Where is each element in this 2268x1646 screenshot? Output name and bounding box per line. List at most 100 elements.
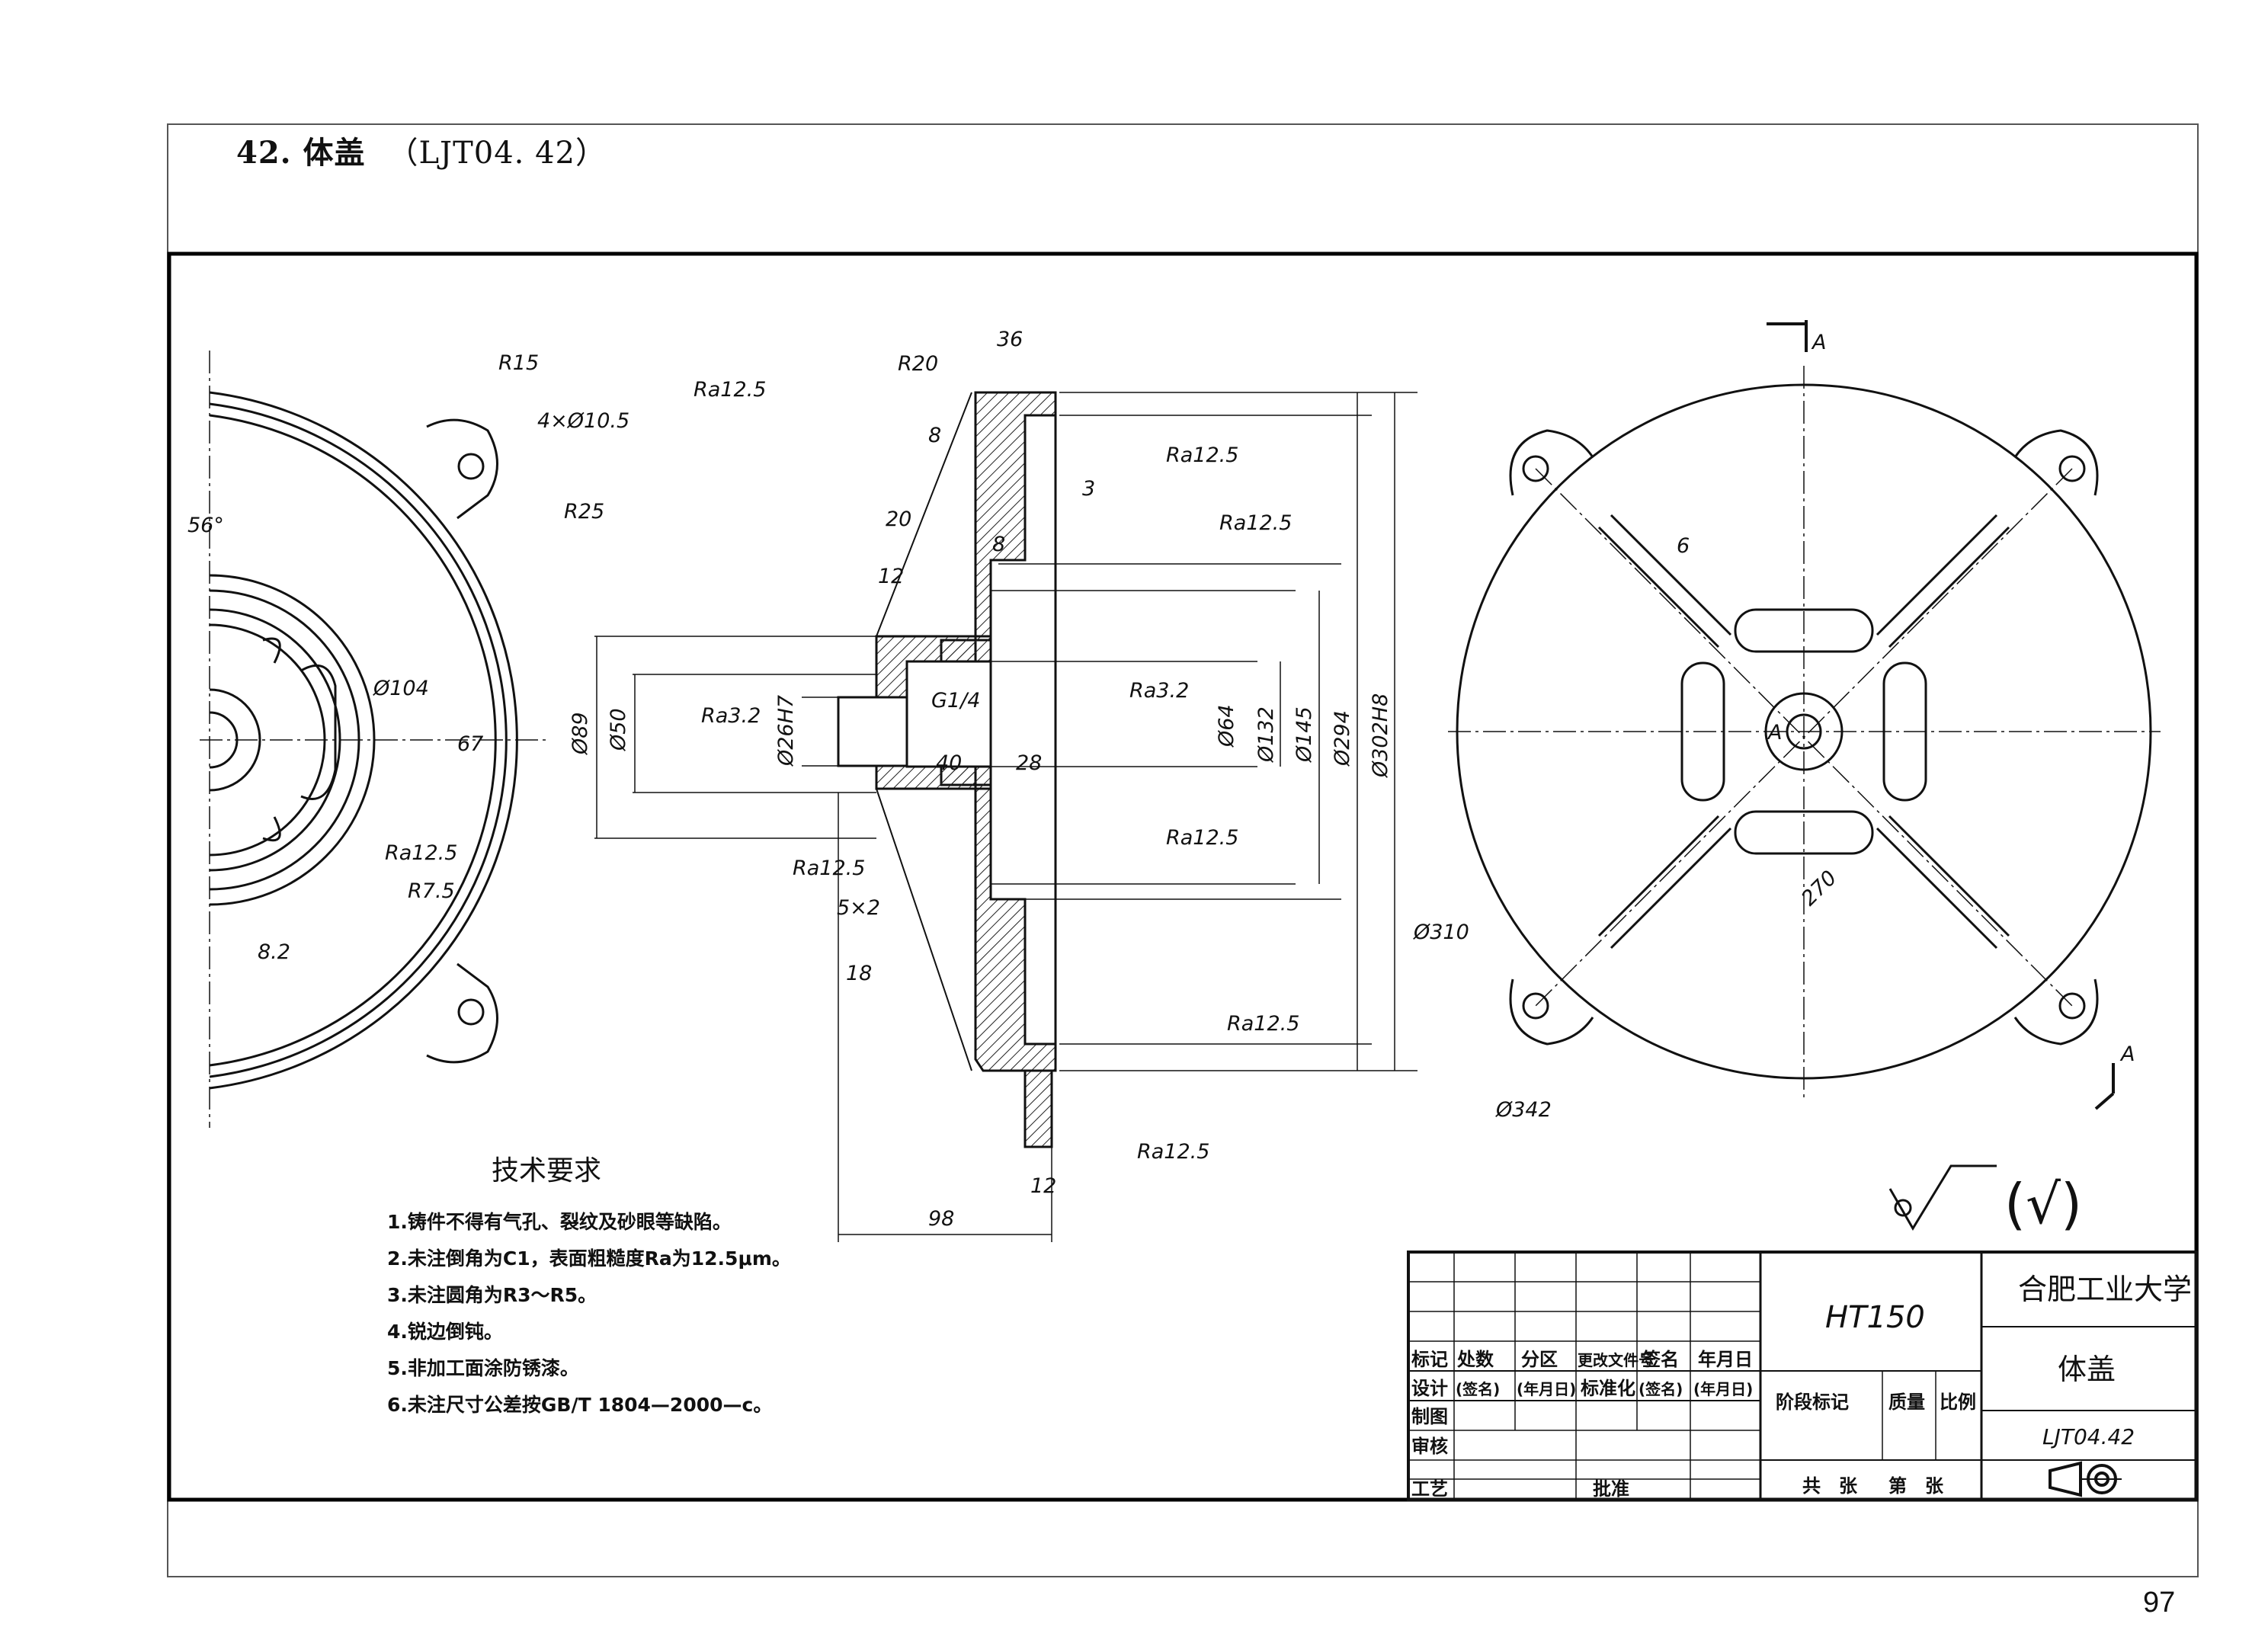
center-label-a: A bbox=[1767, 721, 1782, 745]
dim-12b: 12 bbox=[1030, 1174, 1056, 1198]
dim-g14: G1/4 bbox=[931, 689, 980, 713]
dim-r15: R15 bbox=[498, 351, 539, 375]
tech-item-6: 6.未注尺寸公差按GB/T 1804—2000—c。 bbox=[387, 1394, 772, 1416]
tech-item-3: 3.未注圆角为R3～R5。 bbox=[387, 1284, 597, 1306]
first-angle-projection-icon bbox=[2049, 1461, 2122, 1497]
dim-8b: 8 bbox=[992, 533, 1005, 556]
th-count: 处数 bbox=[1456, 1349, 1494, 1370]
dim-8a: 8 bbox=[928, 424, 941, 447]
dim-d132: Ø132 bbox=[1254, 706, 1278, 763]
th-change-doc: 更改文件号 bbox=[1578, 1351, 1654, 1369]
dim-r20: R20 bbox=[898, 352, 938, 376]
dim-ra-7: Ra12.5 bbox=[793, 857, 865, 880]
th-mark: 标记 bbox=[1411, 1349, 1448, 1370]
dim-d89: Ø89 bbox=[569, 712, 592, 755]
sr-date: (年月日) bbox=[1517, 1380, 1576, 1398]
dim-r25: R25 bbox=[564, 500, 604, 524]
header-title: 体盖 bbox=[303, 135, 366, 171]
dim-d294: Ø294 bbox=[1331, 710, 1354, 767]
sheet-number: 第 张 bbox=[1888, 1475, 1944, 1497]
drawing-border bbox=[167, 251, 2199, 1502]
section-cut-marks bbox=[1767, 320, 2115, 1110]
dim-r75: R7.5 bbox=[408, 879, 455, 903]
left-view-centerlines bbox=[200, 351, 549, 1128]
sr-date2: (年月日) bbox=[1693, 1380, 1753, 1398]
dim-18: 18 bbox=[846, 962, 872, 985]
section-view bbox=[837, 391, 1057, 1148]
sr-sign2: (签名) bbox=[1639, 1380, 1683, 1398]
sr-sign: (签名) bbox=[1456, 1380, 1500, 1398]
lbl-check: 审核 bbox=[1411, 1436, 1448, 1457]
dim-d104: Ø104 bbox=[373, 677, 429, 700]
dim-d50: Ø50 bbox=[607, 708, 630, 751]
stage-mark: 阶段标记 bbox=[1776, 1391, 1849, 1413]
dim-82: 8.2 bbox=[258, 940, 290, 964]
lbl-draw: 制图 bbox=[1411, 1406, 1448, 1427]
tech-title: 技术要求 bbox=[492, 1155, 601, 1186]
dim-36: 36 bbox=[997, 328, 1023, 351]
th-zone: 分区 bbox=[1521, 1349, 1558, 1370]
dim-ra-5: Ra12.5 bbox=[1166, 826, 1238, 850]
section-extension-lines bbox=[594, 392, 1418, 1242]
part-name: 体盖 bbox=[2058, 1353, 2116, 1386]
sr-design: 设计 bbox=[1411, 1378, 1448, 1399]
dim-40: 40 bbox=[936, 751, 962, 775]
section-label-a-top: A bbox=[1811, 331, 1826, 354]
dim-d145: Ø145 bbox=[1293, 706, 1316, 763]
mass: 质量 bbox=[1888, 1391, 1925, 1413]
dim-ra32b: Ra3.2 bbox=[1129, 679, 1189, 703]
sr-standard: 标准化 bbox=[1581, 1378, 1635, 1399]
dim-20: 20 bbox=[886, 508, 911, 531]
th-date: 年月日 bbox=[1698, 1349, 1753, 1370]
material: HT150 bbox=[1825, 1300, 1925, 1335]
dim-ra32a: Ra3.2 bbox=[701, 704, 761, 728]
dim-ra-2: Ra12.5 bbox=[385, 841, 457, 865]
title-block-text: HT150 合肥工业大学 体盖 LJT04.42 标记 处数 分区 更改文件号 … bbox=[1411, 1273, 2192, 1500]
title-block bbox=[1407, 1251, 2198, 1501]
header-code: （LJT04. 42） bbox=[387, 136, 607, 171]
page-header: 42. 体盖 （LJT04. 42） bbox=[236, 128, 607, 172]
lbl-process: 工艺 bbox=[1411, 1478, 1448, 1500]
th-sign: 签名 bbox=[1642, 1349, 1679, 1370]
dim-67: 67 bbox=[457, 732, 483, 756]
page-number: 97 bbox=[2143, 1587, 2176, 1619]
right-view-ribs bbox=[1597, 514, 2010, 949]
tech-item-4: 4.锐边倒钝。 bbox=[387, 1321, 503, 1343]
roughness-note: (√) bbox=[2004, 1172, 2082, 1236]
dim-holes: 4×Ø10.5 bbox=[537, 409, 629, 433]
dim-98: 98 bbox=[928, 1207, 954, 1231]
roughness-symbol-icon bbox=[1888, 1164, 1997, 1231]
header-number: 42. bbox=[236, 135, 292, 171]
right-view-dimensions: A A 6 A 270 Ø310 Ø342 bbox=[1413, 331, 2135, 1122]
right-view-centerlines bbox=[1448, 366, 2161, 1097]
dim-ra-8: Ra12.5 bbox=[1137, 1140, 1209, 1164]
dim-ra-6: Ra12.5 bbox=[1227, 1012, 1299, 1036]
section-label-a-bottom: A bbox=[2119, 1042, 2135, 1066]
dim-ra-4: Ra12.5 bbox=[1219, 511, 1292, 535]
tech-requirements: 技术要求 1.铸件不得有气孔、裂纹及砂眼等缺陷。 2.未注倒角为C1，表面粗糙度… bbox=[387, 1155, 791, 1416]
drawing-number: LJT04.42 bbox=[2042, 1424, 2135, 1449]
lbl-approve: 批准 bbox=[1593, 1478, 1629, 1500]
school: 合肥工业大学 bbox=[2018, 1273, 2192, 1306]
scale: 比例 bbox=[1940, 1391, 1976, 1413]
dim-d342: Ø342 bbox=[1495, 1098, 1552, 1122]
tech-item-2: 2.未注倒角为C1，表面粗糙度Ra为12.5μm。 bbox=[387, 1247, 791, 1270]
dim-12a: 12 bbox=[878, 565, 904, 588]
dim-56deg: 56° bbox=[187, 514, 224, 537]
left-view-dimensions: R15 4×Ø10.5 Ra12.5 R25 56° Ø104 67 Ra12.… bbox=[187, 351, 766, 964]
dim-ra-1: Ra12.5 bbox=[694, 378, 766, 402]
tech-item-1: 1.铸件不得有气孔、裂纹及砂眼等缺陷。 bbox=[387, 1211, 732, 1233]
dim-ra-3: Ra12.5 bbox=[1166, 444, 1238, 467]
dim-d302: Ø302H8 bbox=[1369, 693, 1392, 778]
tech-item-5: 5.非加工面涂防锈漆。 bbox=[387, 1357, 579, 1379]
sheet-total: 共 张 bbox=[1802, 1475, 1858, 1497]
dim-28: 28 bbox=[1016, 751, 1042, 775]
dim-3: 3 bbox=[1082, 477, 1095, 501]
dim-d310: Ø310 bbox=[1413, 921, 1469, 944]
dim-d64: Ø64 bbox=[1215, 704, 1238, 748]
dim-rib-6: 6 bbox=[1677, 534, 1690, 558]
section-dimensions: R20 36 8 Ra12.5 3 Ra12.5 20 8 12 G1/4 Ra… bbox=[569, 328, 1392, 1231]
dim-5x2: 5×2 bbox=[837, 896, 880, 920]
dim-d26: Ø26H7 bbox=[774, 695, 798, 767]
